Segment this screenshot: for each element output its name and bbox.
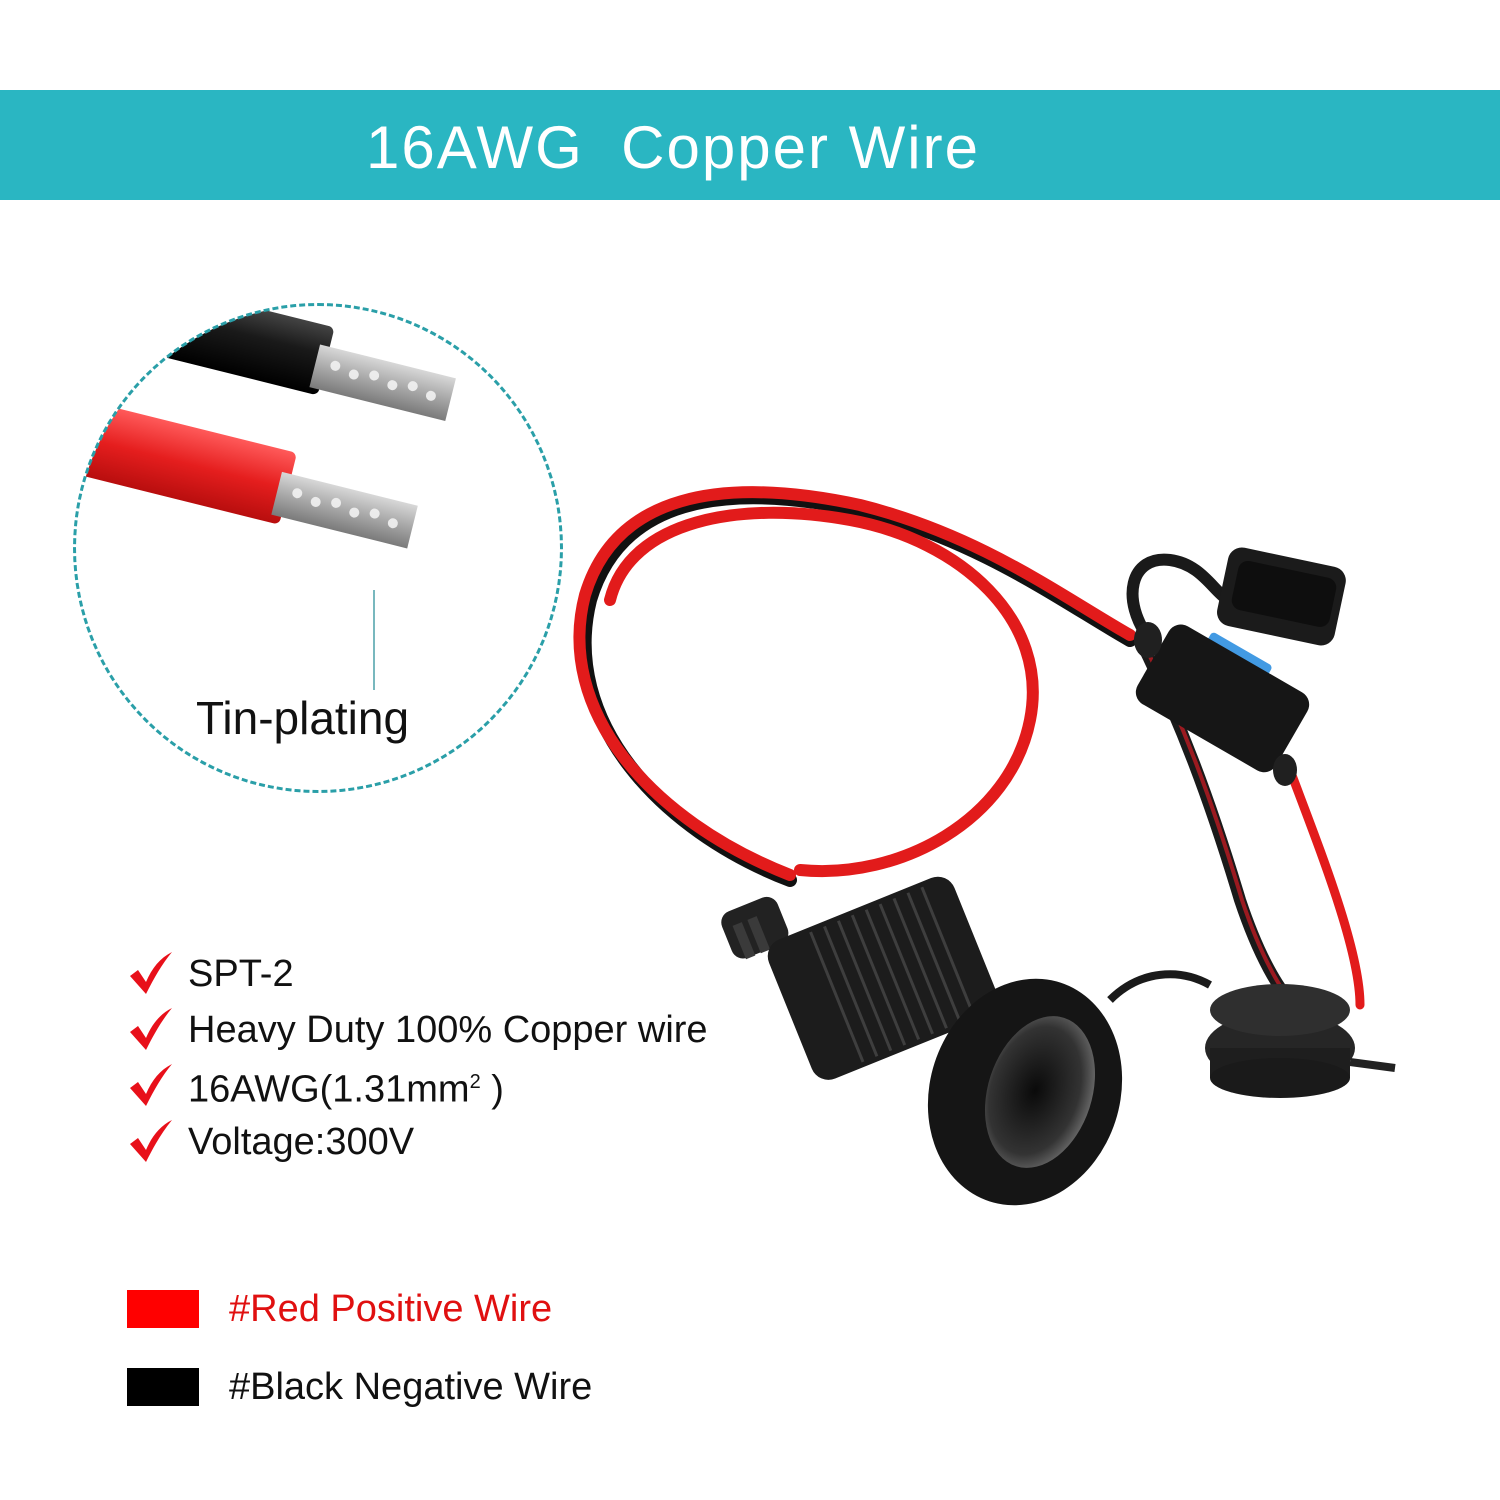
feature-item: Heavy Duty 100% Copper wire xyxy=(126,1002,708,1058)
feature-list: SPT-2 Heavy Duty 100% Copper wire 16AWG(… xyxy=(126,946,708,1170)
legend-label-black: #Black Negative Wire xyxy=(229,1366,593,1408)
inline-fuse-holder xyxy=(1126,547,1346,786)
socket-dust-cap xyxy=(1107,970,1396,1098)
feature-text: Heavy Duty 100% Copper wire xyxy=(188,1009,708,1051)
title-banner xyxy=(0,90,1500,200)
cigarette-lighter-socket xyxy=(721,876,1123,1206)
checkmark-icon xyxy=(130,1064,172,1106)
red-swatch xyxy=(127,1290,199,1328)
feature-superscript: 2 xyxy=(469,1071,481,1094)
feature-item: SPT-2 xyxy=(126,946,708,1002)
tin-plating-label: Tin-plating xyxy=(196,692,410,744)
feature-text: Voltage:300V xyxy=(188,1121,415,1163)
checkmark-icon xyxy=(130,952,172,994)
black-swatch xyxy=(127,1368,199,1406)
feature-text: SPT-2 xyxy=(188,953,294,995)
checkmark-icon xyxy=(130,1008,172,1050)
legend-item-black: #Black Negative Wire xyxy=(127,1364,592,1410)
feature-text: 16AWG(1.31mm2 ) xyxy=(188,1059,504,1113)
checkmark-icon xyxy=(130,1120,172,1162)
banner-title: 16AWG Copper Wire xyxy=(366,114,980,181)
legend-label-red: #Red Positive Wire xyxy=(229,1288,553,1330)
feature-text-suffix: ) xyxy=(480,1068,504,1111)
feature-item: Voltage:300V xyxy=(126,1114,708,1170)
feature-item: 16AWG(1.31mm2 ) xyxy=(126,1058,708,1114)
detail-zoom-circle xyxy=(73,303,563,793)
legend-item-red: #Red Positive Wire xyxy=(127,1286,552,1332)
feature-text-main: 16AWG(1.31mm xyxy=(188,1068,470,1111)
